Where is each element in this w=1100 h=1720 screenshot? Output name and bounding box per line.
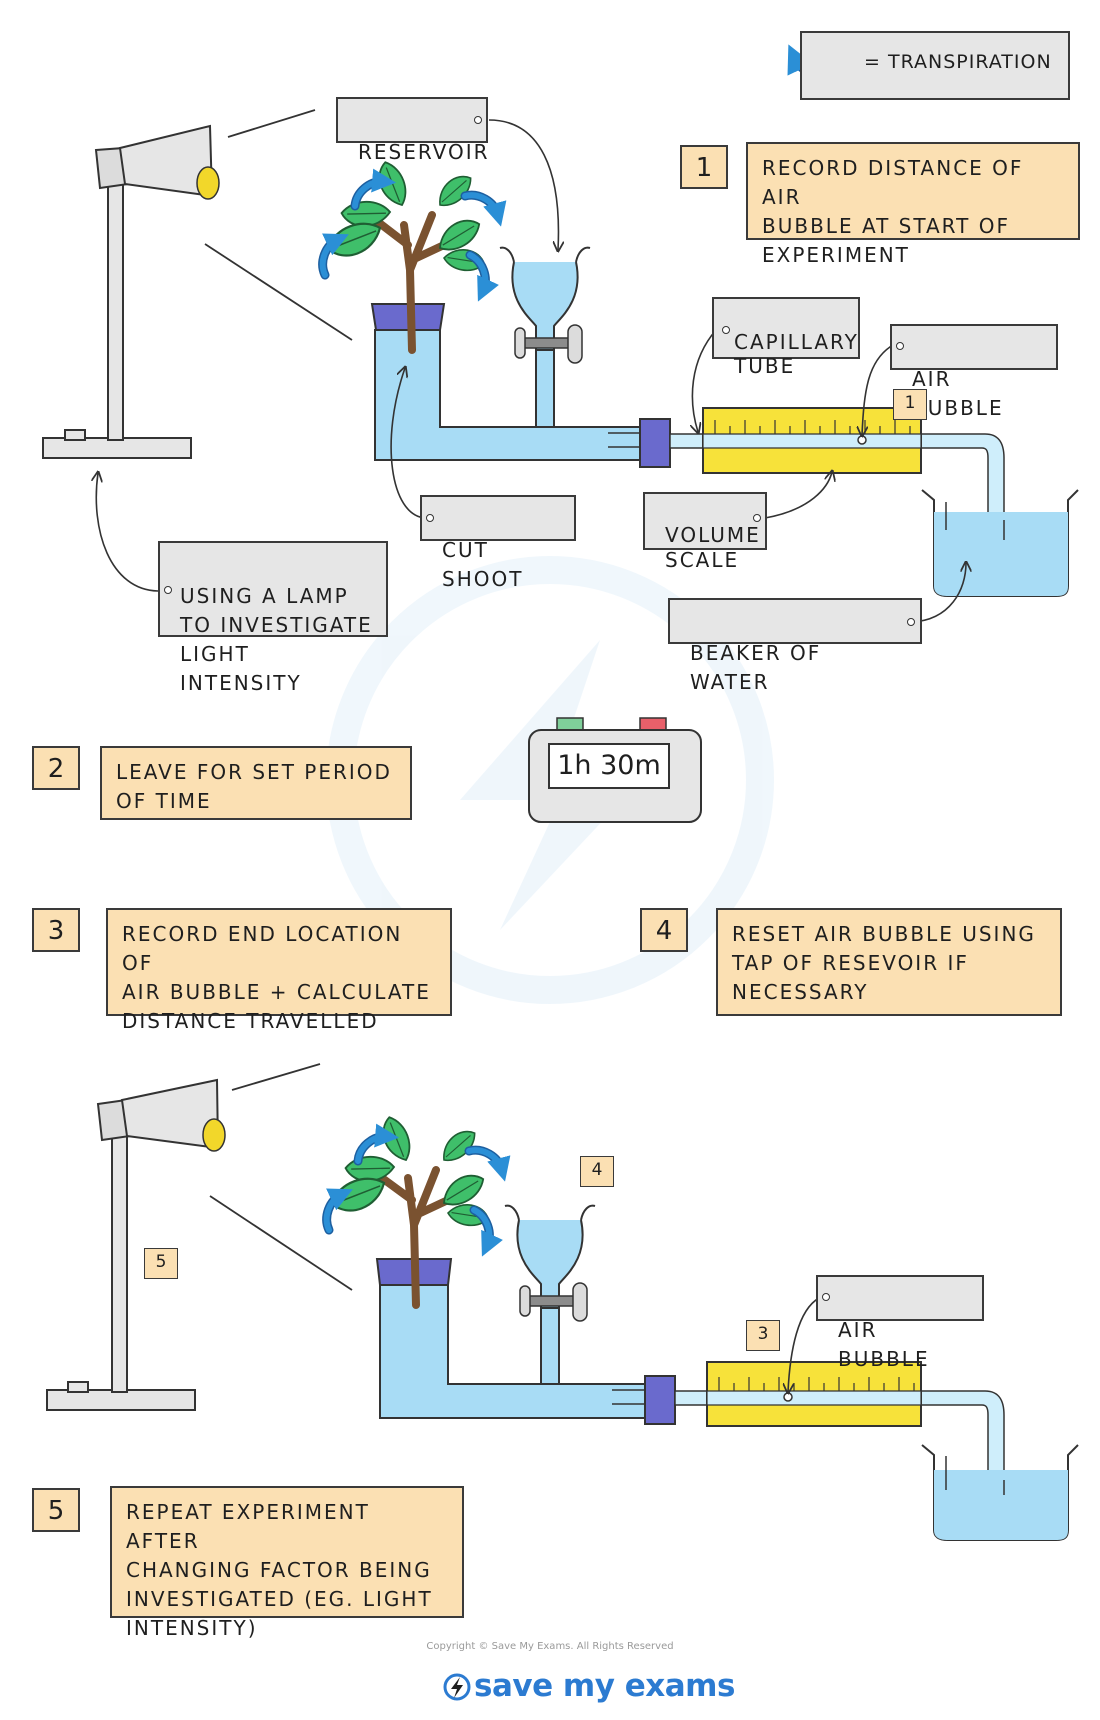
- step-3-number: 3: [32, 908, 80, 952]
- step-3-text: RECORD END LOCATION OF AIR BUBBLE + CALC…: [106, 908, 452, 1033]
- step-4-number: 4: [640, 908, 688, 952]
- brand-logo: [442, 1672, 472, 1702]
- legend-text: = TRANSPIRATION: [864, 51, 1052, 73]
- plant-top: [318, 158, 502, 354]
- timer-display: 1h 30m: [557, 750, 661, 781]
- label-air-bubble-bottom: AIR BUBBLE: [816, 1275, 984, 1371]
- brand-name: save my exams: [474, 1668, 735, 1704]
- tag-hole: [907, 618, 915, 626]
- lamp-top: [42, 109, 353, 459]
- lightning-bolt-icon: [443, 1673, 471, 1701]
- callout-lines-top: [96, 119, 966, 623]
- step-4-text: RESET AIR BUBBLE USING TAP OF RESEVOIR I…: [716, 908, 1062, 1016]
- legend: = TRANSPIRATION: [800, 31, 1070, 100]
- tag-hole: [753, 514, 761, 522]
- label-reservoir: RESERVOIR: [336, 97, 488, 164]
- label-beaker-of-water: BEAKER OF WATER: [668, 598, 922, 694]
- plant-bottom: [322, 1113, 506, 1309]
- copyright: Copyright © Save My Exams. All Rights Re…: [426, 1641, 674, 1652]
- label-lamp: USING A LAMP TO INVESTIGATE LIGHT INTENS…: [158, 541, 388, 695]
- step-2-number: 2: [32, 746, 80, 790]
- label-cut-shoot: CUT SHOOT: [420, 495, 576, 591]
- callout-lines-bottom: [788, 1297, 820, 1392]
- tag-hole: [426, 514, 434, 522]
- tag-hole: [896, 342, 904, 350]
- step-5-number: 5: [32, 1488, 80, 1532]
- tag-hole: [822, 1293, 830, 1301]
- step-1-text: RECORD DISTANCE OF AIR BUBBLE AT START O…: [746, 142, 1080, 267]
- marker-5: 5: [144, 1248, 178, 1279]
- marker-4: 4: [580, 1156, 614, 1187]
- tag-hole: [164, 586, 172, 594]
- step-2-text: LEAVE FOR SET PERIOD OF TIME: [100, 746, 412, 820]
- step-5-text: REPEAT EXPERIMENT AFTER CHANGING FACTOR …: [110, 1486, 464, 1640]
- marker-1: 1: [893, 389, 927, 420]
- potometer-bottom: [375, 1204, 1079, 1541]
- label-capillary-tube: CAPILLARY TUBE: [712, 297, 860, 378]
- tag-hole: [722, 326, 730, 334]
- stopwatch: [528, 717, 702, 823]
- lamp-bottom: [46, 1063, 353, 1411]
- potometer-top: [370, 246, 1079, 597]
- step-1-number: 1: [680, 145, 728, 189]
- label-air-bubble: AIR BUBBLE: [890, 324, 1058, 420]
- marker-3: 3: [746, 1320, 780, 1351]
- tag-hole: [474, 116, 482, 124]
- label-volume-scale: VOLUME SCALE: [643, 492, 767, 572]
